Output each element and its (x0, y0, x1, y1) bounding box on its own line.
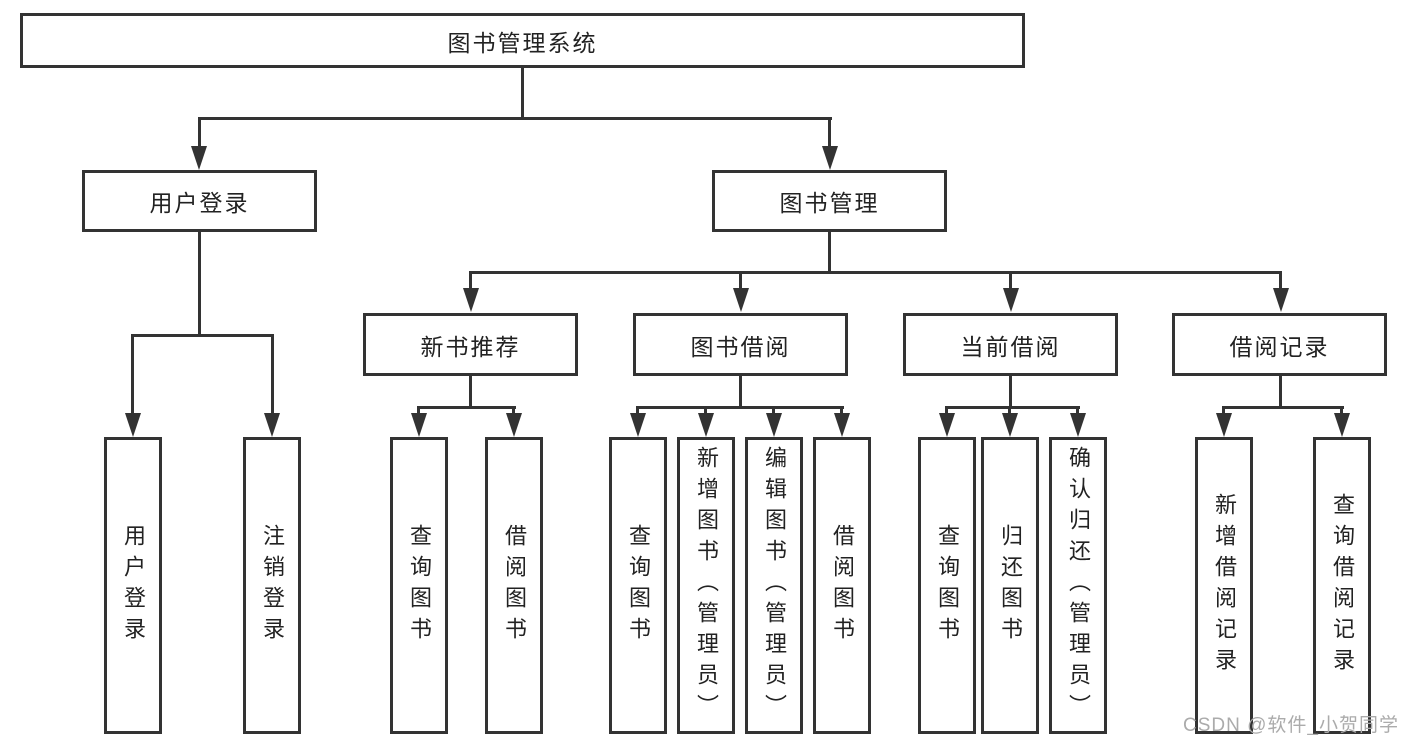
connector-shaft (271, 334, 274, 418)
arrow-down-icon (766, 413, 782, 437)
connector-shaft (945, 406, 948, 418)
connector-shaft (417, 406, 420, 418)
arrow-down-icon (939, 413, 955, 437)
connector-shaft (198, 117, 201, 150)
connector-shaft (828, 117, 831, 150)
connector-shaft (1340, 406, 1343, 418)
connector-shaft (1076, 406, 1079, 418)
connector-user-login-bar (131, 334, 274, 337)
node-leaf-user-login: 用户登录 (104, 437, 162, 734)
arrow-down-icon (506, 413, 522, 437)
node-leaf-query-books-3: 查询图书 (918, 437, 976, 734)
arrow-down-icon (834, 413, 850, 437)
connector-shaft (1222, 406, 1225, 418)
node-leaf-query-books-1: 查询图书 (390, 437, 448, 734)
connector-trunk (739, 374, 742, 409)
node-leaf-borrow-books-1: 借阅图书 (485, 437, 543, 734)
node-book-management: 图书管理 (712, 170, 947, 232)
node-user-login: 用户登录 (82, 170, 317, 232)
connector-bar (1222, 406, 1344, 409)
node-leaf-query-borrow-record: 查询借阅记录 (1313, 437, 1371, 734)
connector-user-login-trunk (198, 232, 201, 337)
node-leaf-confirm-return-admin: 确认归还（管理员） (1049, 437, 1107, 734)
connector-shaft (739, 271, 742, 293)
csdn-watermark: CSDN @软件_小贺同学 (1183, 715, 1399, 736)
arrow-down-icon (125, 413, 141, 437)
arrow-down-icon (1334, 413, 1350, 437)
arrow-down-icon (264, 413, 280, 437)
node-borrow-records: 借阅记录 (1172, 313, 1387, 376)
node-leaf-return-books: 归还图书 (981, 437, 1039, 734)
connector-bar (636, 406, 844, 409)
node-leaf-edit-books-admin: 编辑图书（管理员） (745, 437, 803, 734)
connector-root-bar (198, 117, 832, 120)
node-leaf-logout: 注销登录 (243, 437, 301, 734)
connector-shaft (469, 271, 472, 293)
connector-shaft (1279, 271, 1282, 293)
connector-shaft (1008, 406, 1011, 418)
arrow-down-icon (1002, 413, 1018, 437)
node-leaf-add-books-admin: 新增图书（管理员） (677, 437, 735, 734)
arrow-down-icon (191, 146, 207, 170)
connector-book-mgmt-trunk (828, 232, 831, 274)
node-leaf-query-books-2: 查询图书 (609, 437, 667, 734)
arrow-down-icon (698, 413, 714, 437)
arrow-down-icon (463, 288, 479, 312)
node-current-borrow: 当前借阅 (903, 313, 1118, 376)
connector-trunk (1009, 374, 1012, 409)
connector-bar (417, 406, 516, 409)
connector-shaft (131, 334, 134, 418)
arrow-down-icon (822, 146, 838, 170)
connector-shaft (840, 406, 843, 418)
node-book-borrow: 图书借阅 (633, 313, 848, 376)
connector-root-trunk (521, 66, 524, 120)
connector-shaft (1009, 271, 1012, 293)
arrow-down-icon (1003, 288, 1019, 312)
connector-shaft (636, 406, 639, 418)
arrow-down-icon (630, 413, 646, 437)
arrow-down-icon (733, 288, 749, 312)
arrow-down-icon (1216, 413, 1232, 437)
connector-trunk (1279, 374, 1282, 409)
connector-trunk (469, 374, 472, 409)
connector-book-mgmt-bar (469, 271, 1282, 274)
connector-shaft (704, 406, 707, 418)
arrow-down-icon (1273, 288, 1289, 312)
connector-shaft (772, 406, 775, 418)
node-root-library-system: 图书管理系统 (20, 13, 1025, 68)
arrow-down-icon (411, 413, 427, 437)
connector-shaft (512, 406, 515, 418)
connector-bar (945, 406, 1080, 409)
node-leaf-borrow-books-2: 借阅图书 (813, 437, 871, 734)
arrow-down-icon (1070, 413, 1086, 437)
node-new-book-recommend: 新书推荐 (363, 313, 578, 376)
node-leaf-add-borrow-record: 新增借阅记录 (1195, 437, 1253, 734)
